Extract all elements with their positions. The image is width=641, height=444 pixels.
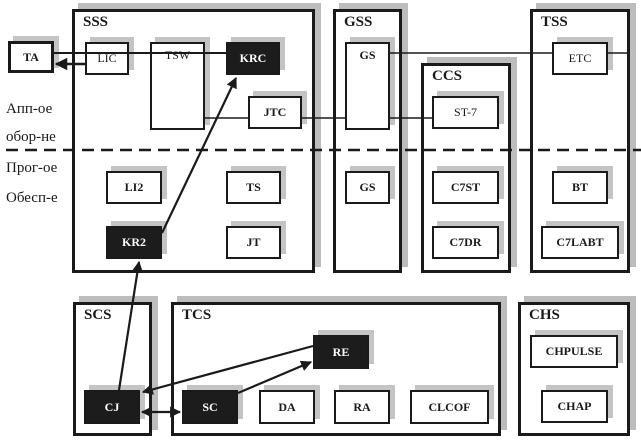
node-etc: ETC bbox=[552, 42, 608, 75]
group-title-gss: GSS bbox=[344, 14, 373, 30]
node-ta: TA bbox=[8, 41, 54, 73]
node-ra: RA bbox=[334, 390, 390, 424]
label-software-line2: Обесп-е bbox=[6, 190, 58, 206]
node-krc: KRC bbox=[226, 42, 280, 75]
node-c7labt: C7LABT bbox=[541, 226, 619, 259]
group-title-chs: CHS bbox=[529, 307, 560, 323]
node-cj: CJ bbox=[84, 390, 140, 424]
group-title-tss: TSS bbox=[541, 14, 568, 30]
label-hardware-line2: обор-не bbox=[6, 129, 56, 145]
node-li2: LI2 bbox=[106, 171, 162, 204]
node-gs-software: GS bbox=[345, 171, 390, 204]
node-st7: ST-7 bbox=[432, 96, 499, 129]
node-jt: JT bbox=[226, 226, 281, 259]
node-da: DA bbox=[259, 390, 315, 424]
node-c7st: C7ST bbox=[432, 171, 499, 204]
node-gs-hardware: GS bbox=[345, 42, 390, 130]
node-lic: LIC bbox=[85, 42, 129, 75]
node-bt: BT bbox=[552, 171, 608, 204]
node-chpulse: CHPULSE bbox=[530, 335, 618, 368]
label-hardware-line1: Апп-ое bbox=[6, 101, 53, 117]
group-title-scs: SCS bbox=[84, 307, 112, 323]
node-chap: CHAP bbox=[541, 390, 608, 423]
node-kr2: KR2 bbox=[106, 226, 162, 259]
node-c7dr: C7DR bbox=[432, 226, 499, 259]
node-ts: TS bbox=[226, 171, 281, 204]
group-title-tcs: TCS bbox=[182, 307, 212, 323]
group-title-sss: SSS bbox=[83, 14, 109, 30]
node-tsw: TSW bbox=[150, 42, 205, 130]
node-sc: SC bbox=[182, 390, 238, 424]
node-clcof: CLCOF bbox=[410, 390, 489, 424]
label-software-line1: Прог-ое bbox=[6, 160, 58, 176]
node-re: RE bbox=[313, 335, 369, 369]
node-jtc: JTC bbox=[248, 96, 302, 129]
group-title-ccs: CCS bbox=[432, 68, 463, 84]
